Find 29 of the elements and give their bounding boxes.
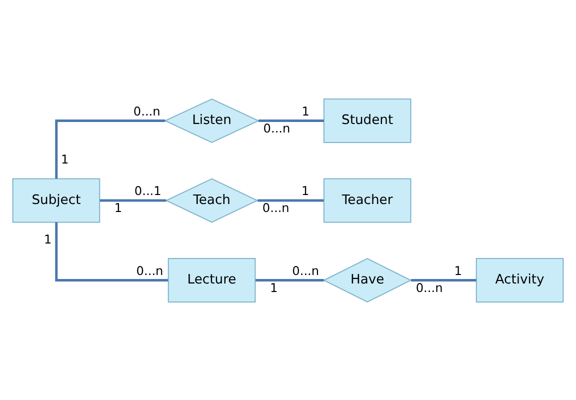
label: 1 — [270, 280, 278, 294]
label: 0...n — [262, 200, 290, 215]
label: 1 — [114, 200, 122, 215]
label: 1 — [454, 263, 462, 278]
connector — [256, 278, 324, 282]
connector — [258, 198, 324, 202]
connector — [258, 118, 324, 122]
label: 0...n — [416, 280, 443, 294]
connector — [55, 118, 166, 178]
label: 0...n — [136, 263, 164, 278]
connector — [100, 198, 166, 202]
node-box: Activity — [476, 258, 564, 302]
node-box: Student — [323, 98, 412, 142]
node-box: Subject — [12, 178, 100, 222]
label: 1 — [302, 104, 310, 118]
label: 1 — [44, 232, 52, 246]
connector — [411, 278, 476, 282]
node-box: Teacher — [323, 178, 412, 222]
node-diamond: Listen — [164, 98, 260, 142]
label: 0...1 — [134, 184, 162, 198]
label: 0...n — [133, 104, 160, 118]
node-diamond: Teach — [165, 178, 258, 222]
label: 1 — [302, 184, 310, 198]
node-diamond: Have — [322, 257, 412, 302]
node-box: Lecture — [168, 258, 256, 302]
label: 1 — [61, 152, 69, 166]
label: 0...n — [292, 263, 320, 278]
connector — [55, 222, 168, 282]
label: 0...n — [263, 120, 290, 135]
